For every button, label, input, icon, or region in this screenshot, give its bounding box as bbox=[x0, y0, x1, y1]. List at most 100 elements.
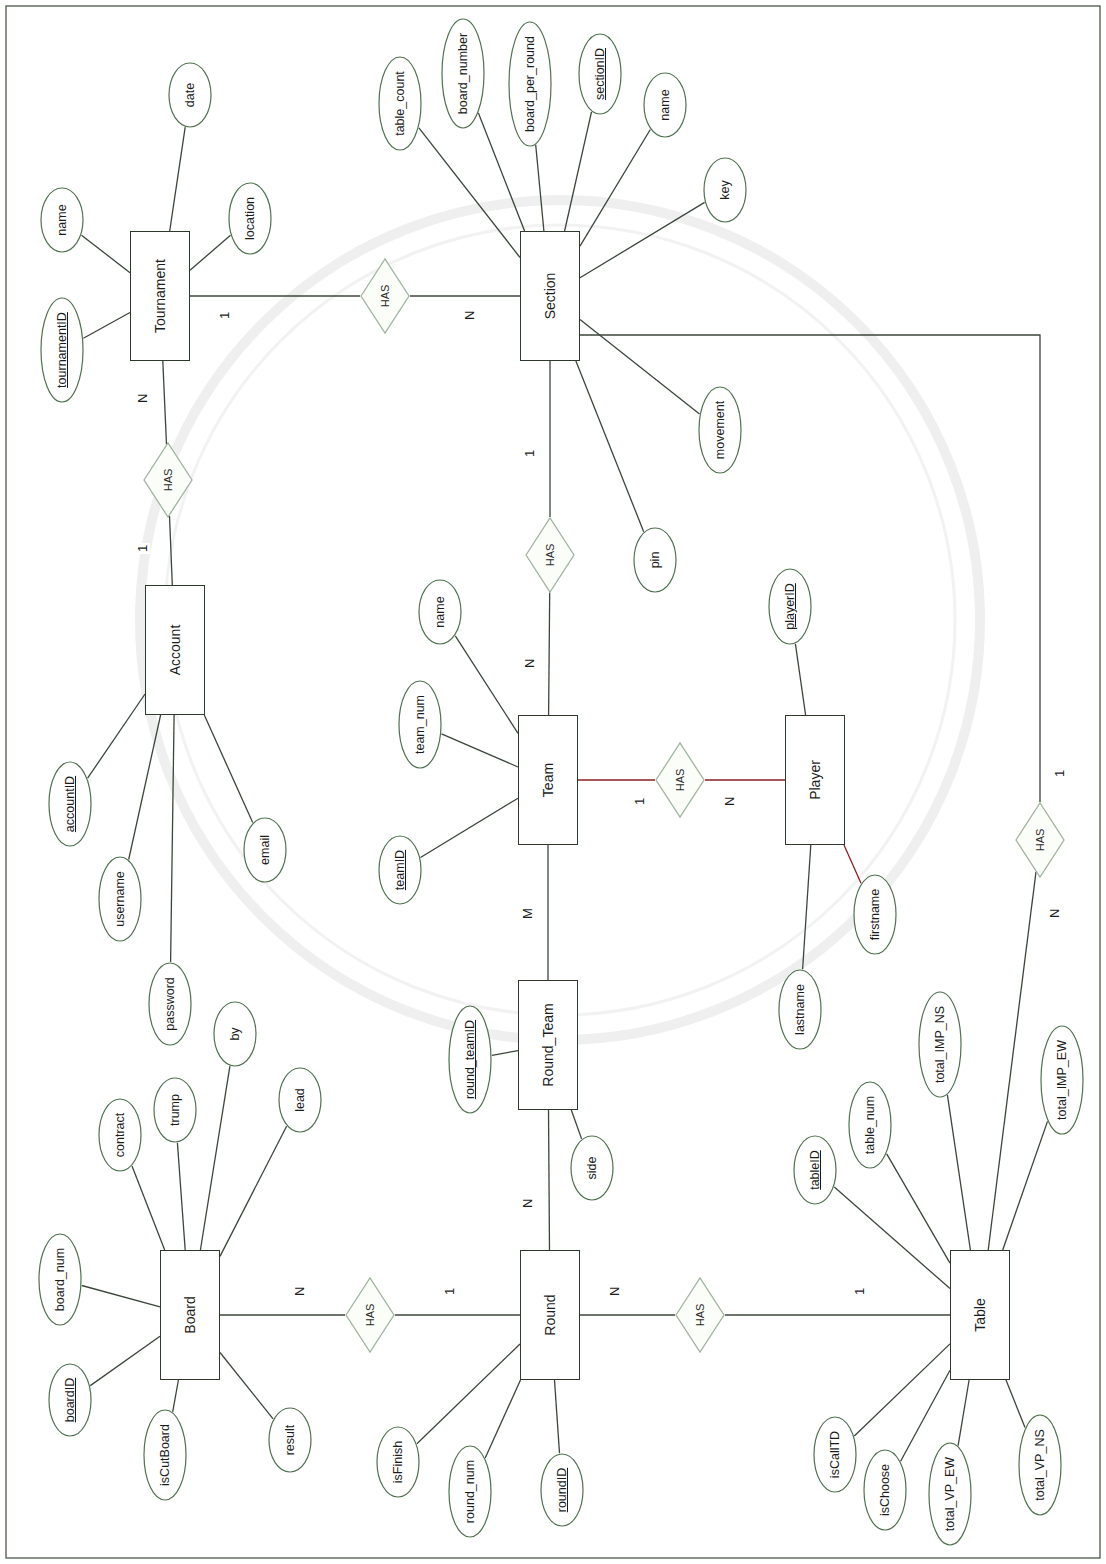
ellipse-shape bbox=[634, 528, 676, 592]
attribute-ellipse: board_number bbox=[441, 18, 485, 129]
connector-line bbox=[705, 779, 785, 780]
cardinality-label: M bbox=[521, 906, 535, 921]
entity-box: Team bbox=[518, 715, 578, 845]
connector-line bbox=[170, 516, 173, 585]
connector-line bbox=[547, 845, 548, 980]
entity-name: Account bbox=[167, 625, 183, 676]
watermark-ring bbox=[165, 225, 955, 1015]
attribute-name: tournamentID bbox=[55, 312, 69, 388]
ellipse-shape bbox=[144, 1410, 186, 1500]
ellipse-shape bbox=[864, 1450, 906, 1530]
ellipse-shape bbox=[269, 1408, 311, 1472]
attribute-ellipse: playerID bbox=[768, 568, 812, 645]
attribute-name: accountID bbox=[63, 776, 77, 832]
connector-line bbox=[947, 1095, 970, 1250]
ellipse-shape bbox=[919, 992, 961, 1097]
connector-line bbox=[834, 1187, 950, 1289]
connector-line bbox=[220, 1314, 345, 1315]
attribute-ellipse: table_num bbox=[848, 1081, 892, 1169]
entity-box: Round bbox=[520, 1250, 580, 1380]
attribute-name: name bbox=[55, 204, 69, 235]
connector-line bbox=[171, 715, 175, 962]
ellipse-shape bbox=[99, 1099, 141, 1171]
ellipse-shape bbox=[379, 57, 421, 150]
ellipse-shape bbox=[769, 569, 811, 644]
attribute-name: name bbox=[658, 89, 672, 120]
ellipse-shape bbox=[377, 1427, 419, 1497]
connector-line bbox=[417, 1344, 520, 1444]
attribute-ellipse: pin bbox=[633, 527, 677, 593]
relationship-diamond: HAS bbox=[525, 517, 575, 593]
connector-line bbox=[725, 1314, 950, 1315]
attribute-ellipse: by bbox=[213, 1001, 257, 1067]
connector-line bbox=[170, 127, 186, 231]
relationship-diamond: HAS bbox=[360, 258, 410, 334]
relationship-name: HAS bbox=[674, 769, 686, 792]
entity-name: Section bbox=[542, 273, 558, 320]
ellipse-shape bbox=[794, 1136, 836, 1204]
relationship-name: HAS bbox=[162, 469, 174, 492]
connector-line bbox=[442, 734, 519, 767]
ellipse-shape bbox=[1019, 1415, 1061, 1515]
attribute-ellipse: movement bbox=[698, 386, 742, 474]
connector-line bbox=[485, 1380, 520, 1458]
attribute-ellipse: isChoose bbox=[863, 1449, 907, 1531]
cardinality-label: 1 bbox=[633, 796, 647, 807]
attribute-name: by bbox=[228, 1027, 242, 1040]
connector-line bbox=[90, 1336, 160, 1385]
attribute-ellipse: total_IMP_EW bbox=[1040, 1025, 1084, 1135]
connector-line bbox=[132, 1166, 165, 1250]
attribute-ellipse: tournamentID bbox=[40, 297, 84, 403]
attribute-name: round_num bbox=[463, 1460, 477, 1523]
relationship-name: HAS bbox=[379, 285, 391, 308]
attribute-ellipse: result bbox=[268, 1407, 312, 1473]
ellipse-shape bbox=[149, 963, 191, 1045]
ellipse-shape bbox=[571, 1136, 613, 1200]
connector-line bbox=[82, 1286, 160, 1307]
diamond-shape bbox=[1016, 803, 1064, 877]
entity-name: Round_Team bbox=[540, 1003, 556, 1086]
attribute-name: tableID bbox=[808, 1150, 822, 1190]
ellipse-shape bbox=[929, 1443, 971, 1545]
entity-name: Round bbox=[542, 1294, 558, 1335]
connector-line bbox=[163, 361, 167, 444]
connector-line bbox=[795, 644, 805, 715]
connector-line bbox=[220, 1126, 287, 1256]
entity-box: Table bbox=[950, 1250, 1010, 1380]
attribute-ellipse: board_num bbox=[38, 1233, 82, 1326]
attribute-name: total_IMP_NS bbox=[933, 1006, 947, 1083]
connector-line bbox=[549, 1110, 550, 1250]
relationship-name: HAS bbox=[544, 544, 556, 567]
attribute-ellipse: username bbox=[98, 856, 142, 942]
attribute-ellipse: sectionID bbox=[578, 33, 622, 115]
connector-line bbox=[200, 1066, 230, 1250]
attribute-name: roundID bbox=[555, 1468, 569, 1512]
attribute-name: key bbox=[718, 180, 732, 199]
diamond-shape bbox=[361, 259, 409, 333]
cardinality-label: 1 bbox=[1053, 768, 1067, 779]
attribute-ellipse: lastname bbox=[778, 969, 822, 1050]
ellipse-shape bbox=[1041, 1026, 1083, 1134]
attribute-name: total_IMP_EW bbox=[1055, 1040, 1069, 1120]
connector-line bbox=[536, 145, 544, 231]
ellipse-shape bbox=[579, 34, 621, 114]
connector-line bbox=[492, 1051, 518, 1056]
attribute-ellipse: contract bbox=[98, 1098, 142, 1172]
attribute-ellipse: name bbox=[40, 187, 84, 253]
connector-line bbox=[576, 361, 644, 532]
cardinality-label: N bbox=[463, 309, 477, 322]
ellipse-shape bbox=[541, 1454, 583, 1526]
connector-line bbox=[803, 845, 811, 969]
attribute-name: lead bbox=[293, 1088, 307, 1112]
attribute-name: side bbox=[585, 1157, 599, 1180]
attribute-name: username bbox=[113, 871, 127, 927]
cardinality-label: N bbox=[523, 657, 537, 670]
attribute-name: playerID bbox=[783, 583, 797, 630]
connector-line bbox=[549, 593, 550, 716]
attribute-name: name bbox=[433, 596, 447, 627]
attribute-name: board_number bbox=[456, 33, 470, 114]
attribute-ellipse: tableID bbox=[793, 1135, 837, 1205]
attribute-ellipse: lead bbox=[278, 1067, 322, 1133]
attribute-ellipse: round_teamID bbox=[448, 1005, 492, 1114]
entity-name: Board bbox=[182, 1296, 198, 1333]
